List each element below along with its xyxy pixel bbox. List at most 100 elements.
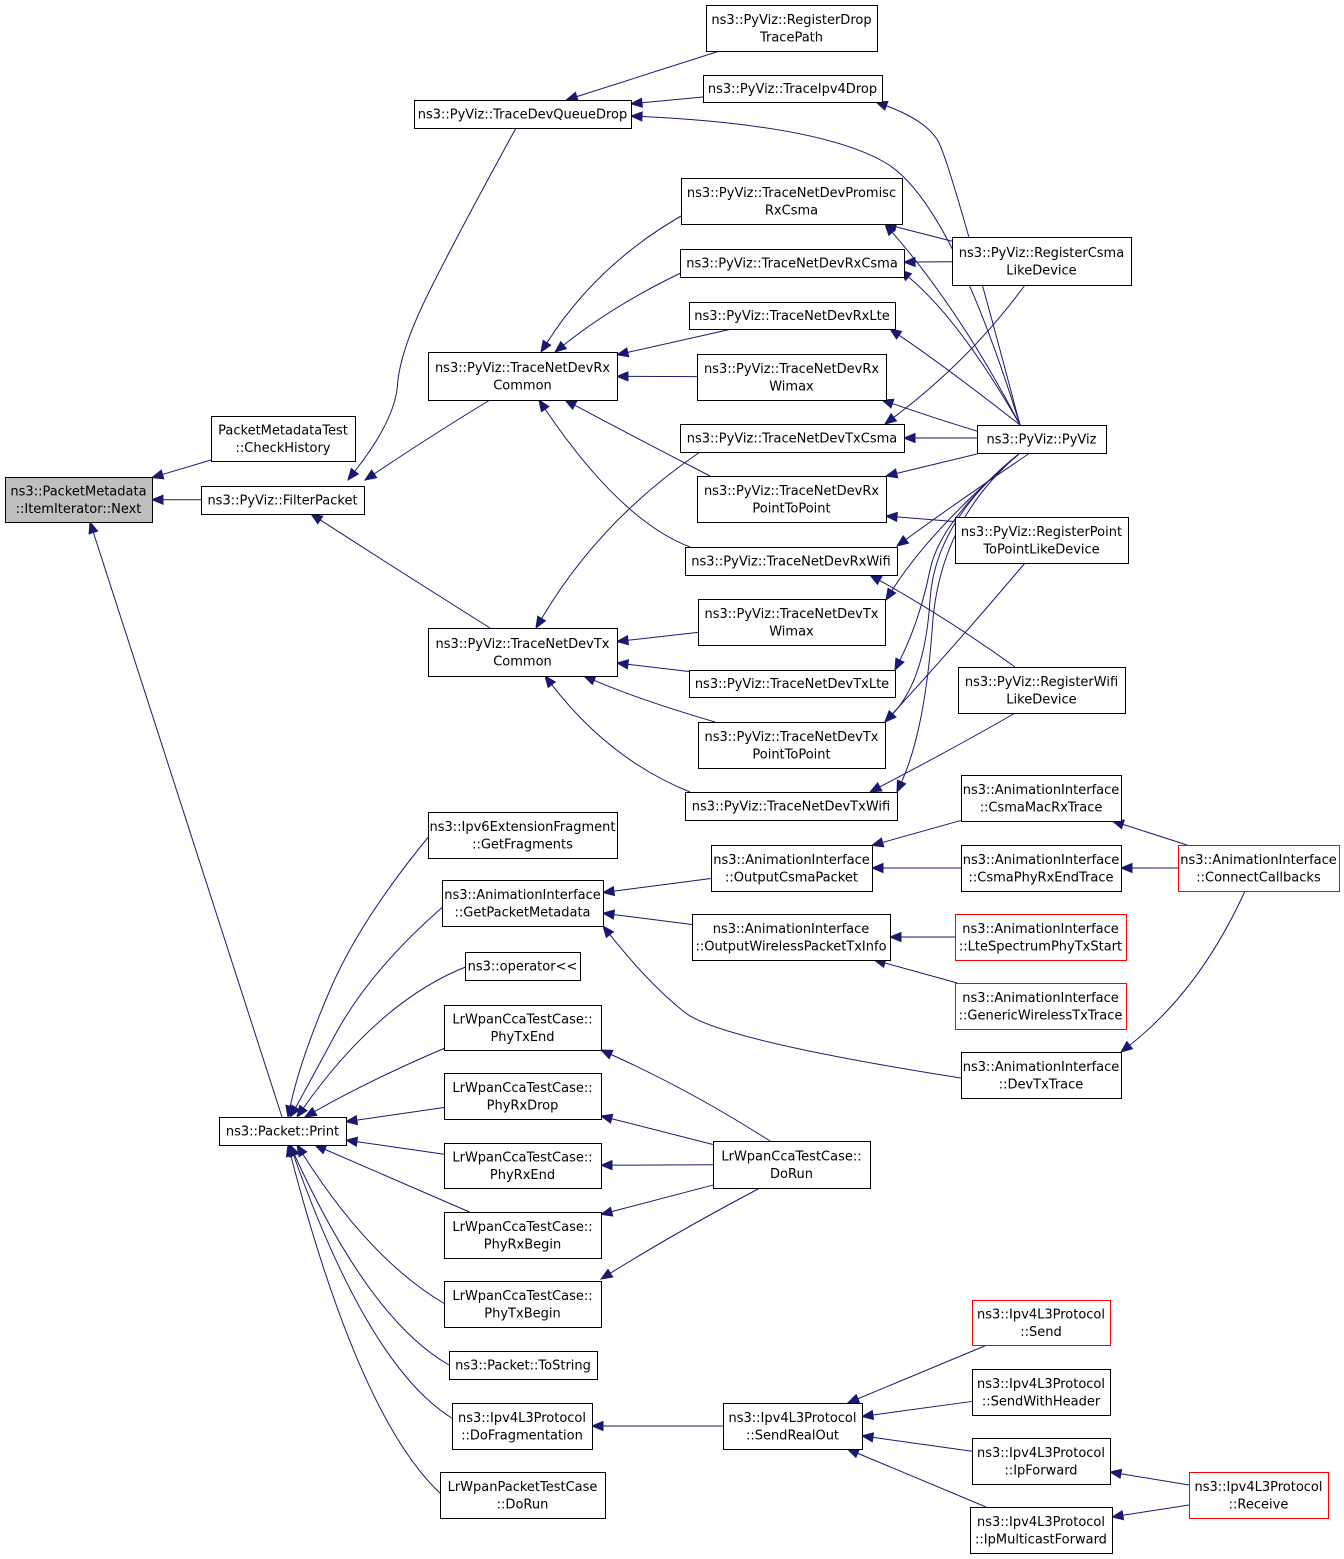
node-label-line: ns3::Ipv4L3Protocol <box>977 1307 1105 1322</box>
call-edge-registerwifi-to-tracetxwifi <box>868 712 1016 793</box>
edge-line <box>879 712 1016 788</box>
node-label-line: ns3::PyViz::TraceNetDevRxCsma <box>686 257 898 272</box>
node-ltespectrum[interactable]: ns3::AnimationInterface::LteSpectrumPhyT… <box>955 914 1127 961</box>
call-edge-pyviz-to-tracetxp2p <box>884 452 1021 723</box>
node-tracetxlte[interactable]: ns3::PyViz::TraceNetDevTxLte <box>689 670 896 698</box>
edge-arrowhead <box>885 587 897 602</box>
call-edge-pyviz-to-traceipv4drop <box>874 101 1021 426</box>
edge-arrowhead <box>296 1143 308 1158</box>
call-edge-pyviz-to-tracedevqueuedrop <box>629 111 1021 426</box>
node-registerp2p[interactable]: ns3::PyViz::RegisterPointToPointLikeDevi… <box>955 517 1129 564</box>
node-phyrxend[interactable]: LrWpanCcaTestCase::PhyRxEnd <box>444 1143 602 1189</box>
edge-arrowhead <box>538 398 550 413</box>
node-sendrealout[interactable]: ns3::Ipv4L3Protocol::SendRealOut <box>723 1403 863 1450</box>
node-phytxbegin[interactable]: LrWpanCcaTestCase::PhyTxBegin <box>444 1281 602 1328</box>
edge-line <box>1120 1473 1190 1486</box>
node-ipv6getfragments[interactable]: ns3::Ipv6ExtensionFragment::GetFragments <box>428 812 618 859</box>
node-csmamacrxtrace[interactable]: ns3::AnimationInterface::CsmaMacRxTrace <box>961 775 1122 822</box>
node-label-line: ::LteSpectrumPhyTxStart <box>959 939 1122 954</box>
node-receive[interactable]: ns3::Ipv4L3Protocol::Receive <box>1189 1472 1329 1519</box>
call-edge-connectcallbacks-to-csmaphyrxendtrace <box>1119 862 1178 874</box>
node-tracerxwifi[interactable]: ns3::PyViz::TraceNetDevRxWifi <box>685 547 898 576</box>
node-send[interactable]: ns3::Ipv4L3Protocol::Send <box>972 1300 1111 1346</box>
node-operatorll[interactable]: ns3::operator<< <box>465 952 581 981</box>
node-ipforward[interactable]: ns3::Ipv4L3Protocol::IpForward <box>972 1438 1111 1485</box>
call-edge-pyviz-to-tracepromiscrxcsma <box>884 223 1021 426</box>
node-box <box>697 354 887 401</box>
node-next[interactable]: ns3::PacketMetadata::ItemIterator::Next <box>5 477 153 523</box>
call-edge-tracerxcsma-to-tracenetdevrxcommon <box>553 263 701 353</box>
call-edge-connectcallbacks-to-csmamacrxtrace <box>1111 819 1188 846</box>
node-phyrxbegin[interactable]: LrWpanCcaTestCase::PhyRxBegin <box>444 1212 602 1259</box>
node-label-line: ns3::PyViz::TraceNetDevTx <box>704 730 878 745</box>
node-box <box>698 599 886 646</box>
node-tostring[interactable]: ns3::Packet::ToString <box>449 1351 598 1380</box>
node-sendwithheader[interactable]: ns3::Ipv4L3Protocol::SendWithHeader <box>972 1369 1111 1416</box>
node-label-line: RxCsma <box>765 203 818 218</box>
node-filterpacket[interactable]: ns3::PyViz::FilterPacket <box>201 486 365 515</box>
node-lrwpanccadorun[interactable]: LrWpanCcaTestCase::DoRun <box>713 1141 871 1189</box>
node-devtxtrace[interactable]: ns3::AnimationInterface::DevTxTrace <box>961 1052 1122 1099</box>
node-ipmulticastforward[interactable]: ns3::Ipv4L3Protocol::IpMulticastForward <box>970 1507 1113 1554</box>
node-print[interactable]: ns3::Packet::Print <box>219 1117 347 1146</box>
node-label-line: ns3::PyViz::TraceNetDevPromisc <box>687 186 896 201</box>
edge-arrowhead <box>884 468 899 479</box>
node-label-line: ns3::PyViz::RegisterPoint <box>961 525 1122 540</box>
node-box <box>692 914 891 961</box>
node-checkhistory[interactable]: PacketMetadataTest::CheckHistory <box>211 416 356 462</box>
call-edge-tracetxlte-to-tracenetdevtxcommon <box>615 659 690 672</box>
node-label-line: ns3::PyViz::TraceNetDevTxCsma <box>687 432 898 447</box>
node-getpacketmetadata[interactable]: ns3::AnimationInterface::GetPacketMetada… <box>442 880 604 927</box>
node-tracerxcsma[interactable]: ns3::PyViz::TraceNetDevRxCsma <box>680 249 905 278</box>
node-box <box>444 1073 602 1120</box>
node-tracetxcsma[interactable]: ns3::PyViz::TraceNetDevTxCsma <box>680 424 905 453</box>
node-box <box>972 1369 1111 1416</box>
node-connectcallbacks[interactable]: ns3::AnimationInterface::ConnectCallback… <box>1178 845 1340 892</box>
call-edge-phyrxdrop-to-print <box>344 1106 445 1126</box>
node-box <box>452 1403 593 1450</box>
node-label-line: ns3::operator<< <box>468 960 578 975</box>
node-tracetxwifi[interactable]: ns3::PyViz::TraceNetDevTxWifi <box>685 792 898 821</box>
node-csmaphyrxendtrace[interactable]: ns3::AnimationInterface::CsmaPhyRxEndTra… <box>961 845 1122 892</box>
edge-arrowhead <box>563 399 578 411</box>
call-edge-pyviz-to-tracerxwimax <box>880 398 981 433</box>
call-edge-receive-to-ipforward <box>1108 1468 1190 1486</box>
node-tracedevqueuedrop[interactable]: ns3::PyViz::TraceDevQueueDrop <box>414 100 632 129</box>
edge-arrowhead <box>868 782 883 793</box>
edge-line <box>295 904 446 1108</box>
node-dofragmentation[interactable]: ns3::Ipv4L3Protocol::DoFragmentation <box>452 1403 593 1450</box>
node-traceipv4drop[interactable]: ns3::PyViz::TraceIpv4Drop <box>703 75 883 103</box>
edge-line <box>354 127 517 472</box>
node-pyviz[interactable]: ns3::PyViz::PyViz <box>977 425 1107 454</box>
call-edge-ipforward-to-sendrealout <box>860 1432 973 1452</box>
call-edge-pyviz-to-tracerxcsma <box>898 269 1021 426</box>
call-edge-registercsma-to-tracerxcsma <box>902 256 953 268</box>
node-outputwireless[interactable]: ns3::AnimationInterface::OutputWirelessP… <box>692 914 891 961</box>
node-genericwireless[interactable]: ns3::AnimationInterface::GenericWireless… <box>955 983 1127 1030</box>
call-edge-pyviz-to-tracetxcsma <box>902 432 977 444</box>
call-edge-send-to-sendrealout <box>846 1344 988 1404</box>
edge-line <box>905 452 1031 540</box>
node-box <box>698 722 886 769</box>
node-label-line: ns3::PyViz::TraceNetDevRx <box>704 484 879 499</box>
node-tracerxlte[interactable]: ns3::PyViz::TraceNetDevRxLte <box>689 302 896 330</box>
edge-arrowhead <box>888 931 902 943</box>
node-lrwpanpacketdorun[interactable]: LrWpanPacketTestCase::DoRun <box>440 1472 606 1519</box>
node-phyrxdrop[interactable]: LrWpanCcaTestCase::PhyRxDrop <box>444 1073 602 1120</box>
call-edge-csmaphyrxendtrace-to-outputcsmapacket <box>870 862 961 874</box>
node-label-line: ns3::PyViz::TraceNetDevTxLte <box>695 677 889 692</box>
edge-arrowhead <box>846 1448 861 1459</box>
node-phytxend[interactable]: LrWpanCcaTestCase::PhyTxEnd <box>444 1005 602 1051</box>
node-label-line: PointToPoint <box>752 747 830 762</box>
node-outputcsmapacket[interactable]: ns3::AnimationInterface::OutputCsmaPacke… <box>711 845 873 892</box>
